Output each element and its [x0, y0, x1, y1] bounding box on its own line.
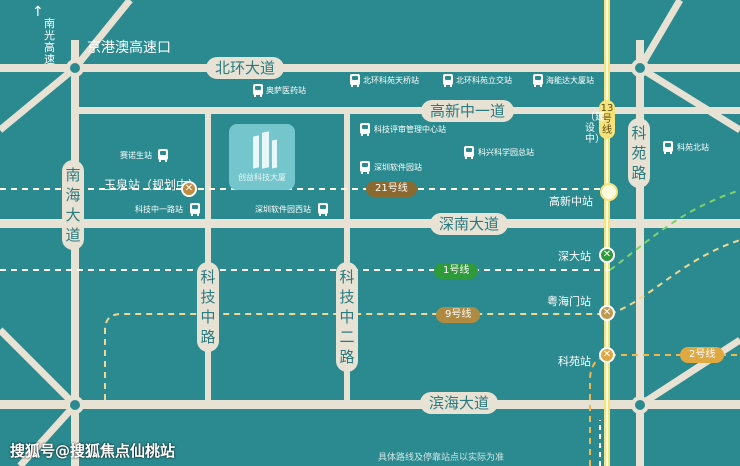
junction-core: [635, 400, 645, 410]
building-icon: [253, 135, 259, 169]
road-gaoxin-zhongyi: [75, 107, 740, 114]
line-13-status: （建设中）: [585, 112, 605, 145]
road-shennan: [0, 219, 740, 228]
road-label-keji-zhong-er[interactable]: 科技中二路: [336, 262, 358, 372]
road-beihuan: [0, 64, 740, 72]
metro-line-13-core: [606, 0, 608, 466]
metro-station-gaoxin-zhong[interactable]: 高新中站: [549, 195, 593, 208]
bus-stop-keji-zhongyi-road[interactable]: 科技中一路站: [135, 205, 183, 214]
metro-line-9: [104, 313, 610, 400]
bus-icon: [158, 149, 168, 162]
bus-stop-keyuan-north[interactable]: 科苑北站: [677, 143, 709, 152]
bus-icon: [663, 141, 673, 154]
bus-stop-keji-pingshen[interactable]: 科技评审管理中心站: [374, 125, 446, 134]
bus-icon: [318, 203, 328, 216]
road-keyuan: [636, 40, 644, 466]
junction-core: [635, 63, 645, 73]
junction-core: [70, 63, 80, 73]
bus-icon: [464, 146, 474, 159]
bus-icon: [360, 123, 370, 136]
project-marker[interactable]: 创益科技大厦: [229, 124, 295, 190]
bus-icon: [443, 74, 453, 87]
nanguang-expressway-label: 南光高速: [44, 17, 55, 66]
metro-icon: ✕: [599, 347, 615, 363]
road-label-gaoxin-zhongyi[interactable]: 高新中一道: [421, 100, 515, 122]
metro-station-yuquan[interactable]: 玉泉站（规划中）: [104, 178, 201, 192]
line-badge-2[interactable]: 2号线: [680, 347, 725, 363]
line-badge-21[interactable]: 21号线: [366, 181, 417, 197]
bus-stop-hainengda[interactable]: 海能达大厦站: [546, 76, 594, 85]
metro-icon: ✕: [599, 305, 615, 321]
road-label-keji-zhong[interactable]: 科技中路: [197, 262, 219, 352]
road-label-binhai[interactable]: 滨海大道: [420, 392, 499, 414]
bus-icon: [253, 84, 263, 97]
project-name: 创益科技大厦: [238, 173, 286, 182]
building-icon: [262, 131, 269, 169]
building-icon: [272, 139, 277, 169]
road-label-beihuan[interactable]: 北环大道: [206, 57, 285, 79]
arrow-up-icon: ↑: [32, 4, 44, 20]
metro-station-keyuan[interactable]: 科苑站: [558, 355, 591, 368]
road-label-nanhai[interactable]: 南海大道: [62, 160, 84, 250]
bus-icon: [350, 74, 360, 87]
bus-stop-beihuan-keyuan-tianqiao[interactable]: 北环科苑天桥站: [363, 76, 419, 85]
metro-line-2-south: [589, 354, 611, 466]
metro-station-shenda[interactable]: 深大站: [558, 250, 591, 263]
bus-icon: [360, 161, 370, 174]
watermark: 搜狐号@搜狐焦点仙桃站: [10, 442, 176, 460]
bus-stop-shenzhen-software[interactable]: 深圳软件园站: [374, 163, 422, 172]
road-keji-zhong: [205, 110, 211, 400]
metro-icon: ✕: [181, 181, 197, 197]
expressway-exit-label: 京港澳高速口: [87, 40, 171, 56]
line-badge-1[interactable]: 1号线: [434, 263, 479, 279]
bus-stop-saino[interactable]: 赛诺生站: [120, 151, 152, 160]
bus-stop-software-west[interactable]: 深圳软件园西站: [255, 205, 311, 214]
disclaimer-note: 具体路线及停靠站点以实际为准: [378, 453, 505, 463]
bus-stop-kexing-park[interactable]: 科兴科学园总站: [478, 148, 534, 157]
bus-icon: [190, 203, 200, 216]
bus-stop-beihuan-keyuan-lijiao[interactable]: 北环科苑立交站: [456, 76, 512, 85]
road-binhai: [0, 400, 740, 409]
metro-line-1-extension: [609, 189, 740, 271]
junction-core: [70, 400, 80, 410]
metro-icon: ✕: [599, 247, 615, 263]
road-keji-zhong-er: [344, 110, 350, 400]
road-nanhai: [71, 40, 79, 466]
bus-stop-aosa-pharma[interactable]: 奥萨医药站: [266, 86, 306, 95]
road-label-shennan[interactable]: 深南大道: [430, 213, 509, 235]
road-label-keyuan[interactable]: 科苑路: [628, 118, 650, 188]
metro-station-yuehaimen[interactable]: 粤海门站: [547, 295, 591, 308]
transfer-station-icon: [600, 183, 618, 201]
bus-icon: [533, 74, 543, 87]
line-badge-9[interactable]: 9号线: [436, 307, 481, 323]
line-badge-13[interactable]: 13号线: [599, 100, 615, 139]
metro-line-9-extension: [609, 239, 740, 315]
